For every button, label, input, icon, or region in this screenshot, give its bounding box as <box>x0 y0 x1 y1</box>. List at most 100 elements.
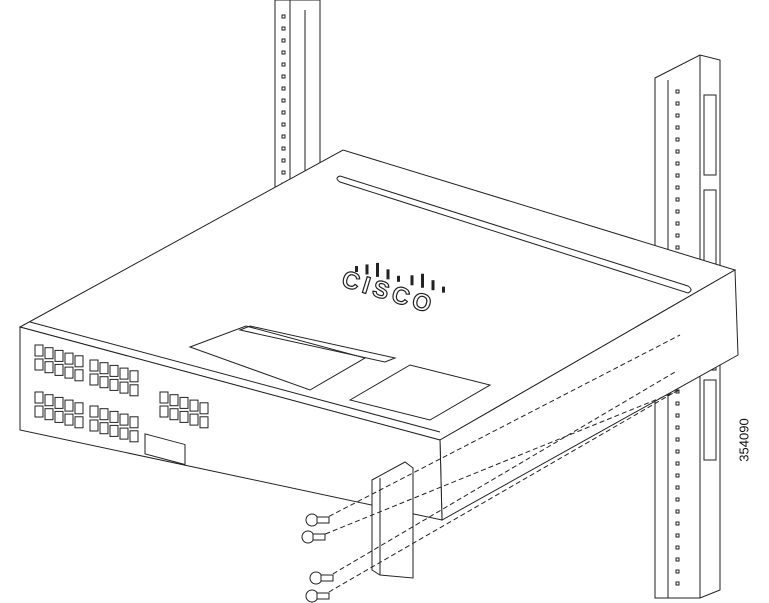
rack-hole <box>675 509 680 514</box>
rack-hole <box>675 425 680 430</box>
rack-hole <box>675 209 680 214</box>
logo-bar <box>355 266 358 272</box>
port <box>54 349 64 362</box>
rack-hole <box>281 98 286 103</box>
logo-bar <box>421 273 424 288</box>
rack-hole <box>675 449 680 454</box>
rack-hole <box>675 581 680 586</box>
rack-hole <box>675 473 680 478</box>
rack-hole <box>675 89 680 94</box>
screw-shaft <box>316 592 330 600</box>
rack-hole <box>281 74 286 79</box>
port <box>119 367 129 380</box>
port <box>44 408 54 421</box>
alignment-line <box>317 389 681 538</box>
port <box>109 364 119 377</box>
screw-shaft <box>312 533 326 541</box>
rack-hole <box>675 413 680 418</box>
figure-number: 354090 <box>736 418 752 462</box>
port <box>159 405 169 418</box>
logo-bar <box>376 262 379 277</box>
alignment-line <box>321 391 676 597</box>
mounting-bracket <box>371 461 414 579</box>
rack-hole <box>281 134 286 139</box>
rack-hole <box>675 149 680 154</box>
rack-hole <box>675 125 680 130</box>
port <box>54 410 64 423</box>
port <box>159 391 169 404</box>
rack-hole <box>281 110 286 115</box>
port <box>109 424 119 437</box>
port <box>99 408 109 421</box>
screw-icon <box>305 589 319 603</box>
screw-shaft <box>316 516 330 524</box>
port <box>34 405 44 418</box>
port <box>64 399 74 412</box>
port <box>74 402 84 415</box>
port <box>179 410 189 423</box>
port <box>89 419 99 432</box>
port <box>179 396 189 409</box>
port <box>109 410 119 423</box>
rack-hole <box>675 185 680 190</box>
port <box>89 405 99 418</box>
left-rack-post <box>274 0 321 216</box>
rack-hole <box>675 233 680 238</box>
rack-hole <box>675 245 680 250</box>
port <box>99 376 109 389</box>
rack-hole <box>675 533 680 538</box>
rack-hole <box>675 497 680 502</box>
port <box>64 366 74 379</box>
port <box>99 362 109 375</box>
rack-hole <box>281 170 286 175</box>
port <box>44 361 54 374</box>
port <box>54 363 64 376</box>
logo-bar <box>431 280 435 291</box>
port <box>189 399 199 412</box>
rack-hole <box>281 14 286 19</box>
port <box>189 413 199 426</box>
port <box>129 430 139 443</box>
rack-hole <box>675 113 680 118</box>
rack-hole <box>281 158 286 163</box>
port <box>199 402 209 415</box>
rack-hole <box>675 461 680 466</box>
rack-hole <box>281 62 286 67</box>
port <box>129 384 139 397</box>
rack-hole <box>281 86 286 91</box>
rack-hole <box>675 173 680 178</box>
rack-hole <box>675 557 680 562</box>
port <box>119 381 129 394</box>
logo-bar <box>386 269 390 280</box>
rack-hole <box>675 161 680 166</box>
rack-hole <box>281 38 286 43</box>
alignment-line <box>325 371 676 579</box>
port <box>109 378 119 391</box>
logo-bar <box>365 264 369 275</box>
rack-hole <box>675 521 680 526</box>
port <box>34 391 44 404</box>
rack-hole <box>281 26 286 31</box>
logo-bar <box>442 286 445 293</box>
port <box>44 347 54 360</box>
logo-bar <box>397 275 400 282</box>
port <box>74 369 84 382</box>
screw-icon <box>309 571 323 585</box>
port <box>74 416 84 429</box>
port <box>34 358 44 371</box>
port <box>64 413 74 426</box>
port <box>99 422 109 435</box>
port <box>129 370 139 383</box>
rack-hole <box>281 50 286 55</box>
rack-hole <box>675 197 680 202</box>
port <box>54 396 64 409</box>
port <box>119 413 129 426</box>
logo-bar <box>410 275 414 286</box>
port <box>74 355 84 368</box>
port <box>89 359 99 372</box>
chassis <box>18 149 739 579</box>
port <box>44 394 54 407</box>
rack-hole <box>281 146 286 151</box>
